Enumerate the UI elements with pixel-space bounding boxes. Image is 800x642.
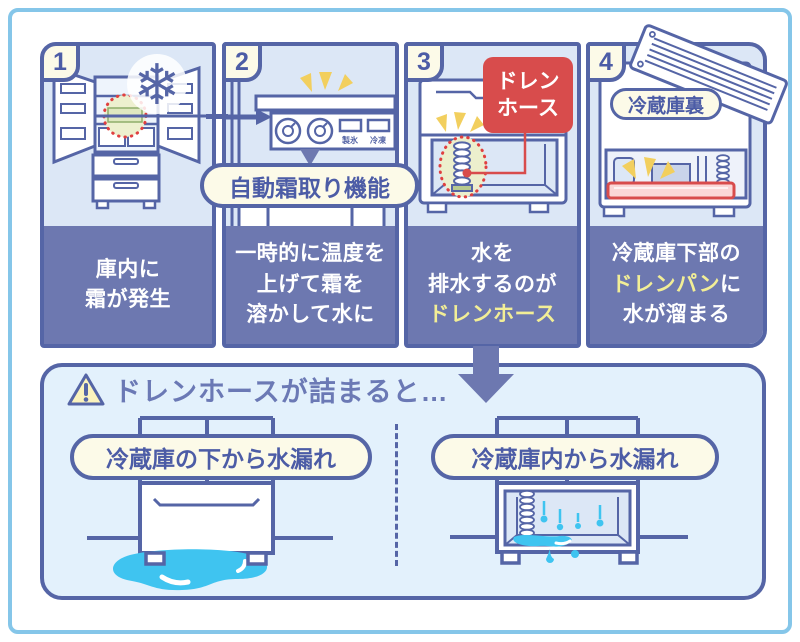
drain-hose [453, 141, 471, 186]
connector-line-1-2 [206, 114, 228, 119]
bubble-pointer [300, 149, 320, 166]
fridge-left-door [52, 65, 97, 165]
sparkle-icon [436, 112, 484, 132]
outer-frame [8, 8, 792, 634]
sparkle-icon [300, 72, 353, 92]
step-caption-2: 一時的に温度を 上げて霜を 溶かして水に [226, 226, 395, 344]
right-arrow-icon [256, 109, 272, 125]
water-puddle [113, 549, 268, 591]
step-panel-1: ❄ 1 庫内に 霜が発生 [40, 42, 216, 348]
fridge-shelf [254, 94, 395, 112]
defrost-function-bubble: 自動霜取り機能 [200, 163, 419, 208]
step-number-badge-2: 2 [222, 42, 262, 82]
drain-hose-label: ドレン ホース [483, 57, 573, 133]
dial-icon [274, 117, 302, 145]
caption-line: 排水するのが [428, 272, 557, 296]
caption-line: 一時的に温度を [235, 242, 386, 266]
caption-line: 上げて霜を [256, 272, 365, 296]
bottom-drawer [138, 481, 275, 555]
warning-header: ドレンホースが詰まると… [66, 370, 449, 409]
caption-line: 霜が発生 [85, 288, 171, 311]
rear-hose [716, 154, 730, 186]
step-caption-3: 水を 排水するのが ドレンホース [408, 226, 577, 344]
connector-dot [462, 168, 472, 178]
sparkle-icon [622, 157, 675, 179]
step-caption-1: 庫内に 霜が発生 [44, 226, 212, 344]
caption-line: 水が溜まる [622, 303, 731, 327]
leaking-drop [546, 549, 554, 563]
leak-under-fridge-bubble: 冷蔵庫の下から水漏れ [70, 434, 372, 480]
down-arrow-icon [458, 346, 514, 403]
warning-icon [67, 373, 105, 405]
fridge-rear-tag: 冷蔵庫裏 [610, 88, 722, 120]
drain-hose [519, 489, 535, 538]
caption-line: 庫内に [95, 257, 161, 281]
leak-inside-fridge-bubble: 冷蔵庫内から水漏れ [431, 434, 719, 480]
step-number-badge-3: 3 [404, 42, 444, 82]
freeze-label: 冷凍 [370, 135, 387, 145]
drain-hose-illustration [418, 78, 568, 214]
caption-line: ドレンホース [428, 303, 557, 327]
caption-line: 水を [471, 242, 514, 266]
ice-indicator [338, 118, 363, 133]
freeze-indicator [366, 118, 391, 133]
label-connector-line [467, 133, 527, 175]
warning-title: ドレンホースが詰まると… [114, 377, 449, 407]
dashed-divider [395, 424, 398, 566]
step-number-badge-4: 4 [586, 42, 626, 82]
snowflake-icon: ❄ [134, 53, 181, 116]
water-drips [540, 501, 604, 531]
caption-line: 溶かして水に [246, 303, 375, 327]
caption-line: ドレンパンに [611, 272, 742, 296]
drain-pan [606, 181, 736, 200]
ice-label: 製氷 [341, 135, 359, 145]
step-number-badge-1: 1 [40, 42, 80, 82]
step-caption-4: 冷蔵庫下部の ドレンパンに 水が溜まる [590, 226, 763, 344]
dial-icon [306, 117, 334, 145]
removed-back-panel [629, 24, 788, 125]
leak-inside-fridge-illustration [450, 416, 688, 565]
leaking-drop [571, 550, 579, 558]
caption-line: 冷蔵庫下部の [612, 242, 741, 266]
fridge-open-doors-illustration: ❄ [52, 53, 212, 210]
